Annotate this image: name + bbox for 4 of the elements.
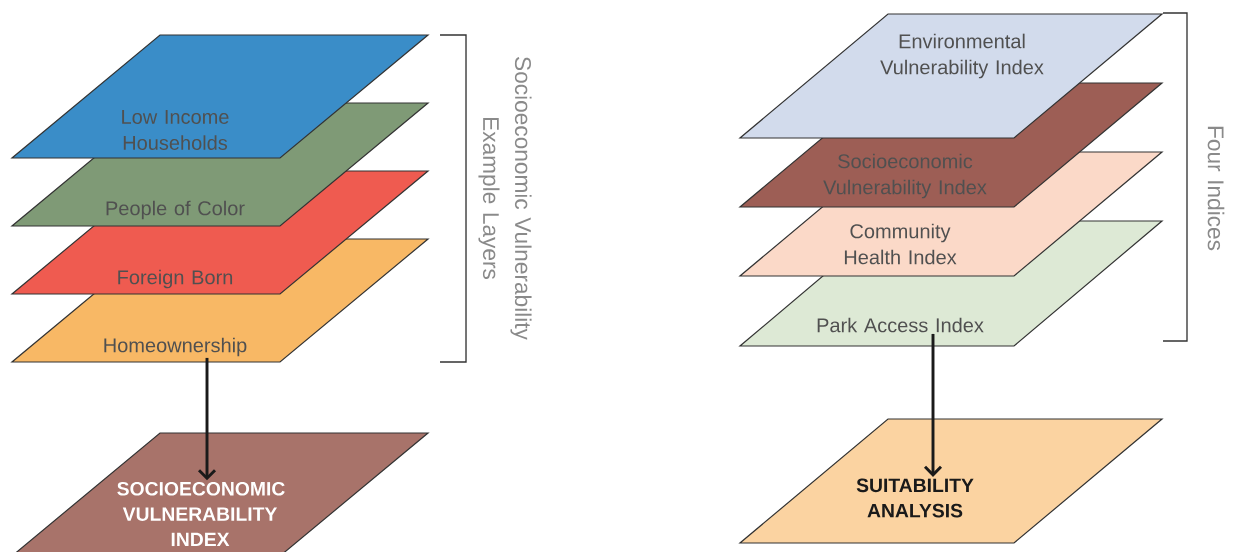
arrow	[197, 357, 217, 481]
side-label: Socioeconomic Vulnerability Example Layers	[478, 57, 532, 340]
side-label: Four Indices	[1207, 126, 1225, 251]
arrow	[923, 333, 943, 477]
